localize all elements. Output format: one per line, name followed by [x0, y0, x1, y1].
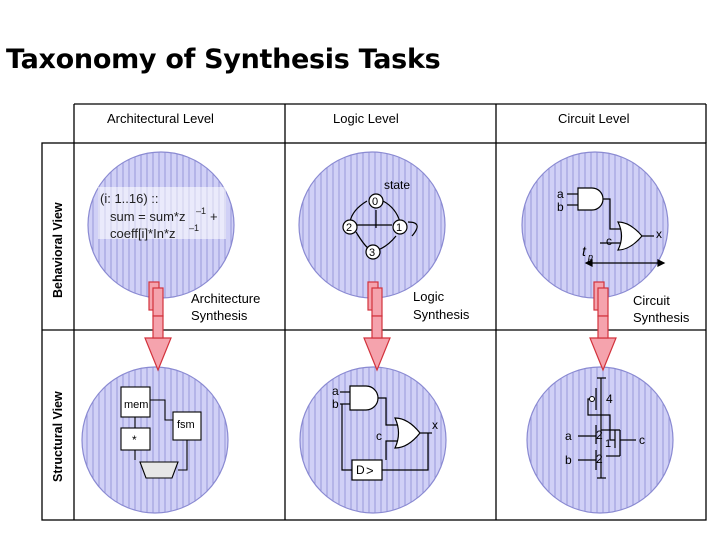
architecture-synthesis-line2: Synthesis [191, 308, 248, 323]
code-line-2: sum = sum*z [110, 209, 186, 224]
arrow-logic [363, 281, 391, 372]
structural-transistors [578, 377, 636, 479]
transistor-input-b: b [565, 453, 572, 467]
gate-node-c: c [606, 234, 612, 248]
arrow-circuit [589, 281, 617, 372]
gate-output-x: x [656, 227, 662, 241]
circle-structural-architectural [81, 366, 229, 514]
code-line-1: (i: 1..16) :: [100, 191, 159, 206]
transistor-size-1: 1 [605, 438, 611, 450]
structural-arch-blocks [120, 386, 202, 479]
state-1: 1 [396, 222, 402, 234]
column-header-circuit: Circuit Level [558, 111, 630, 126]
circuit-synthesis-line1: Circuit [633, 293, 670, 308]
circle-behavioral-circuit [521, 151, 669, 299]
circle-structural-circuit [526, 366, 674, 514]
transistor-size-2b: 2 [596, 452, 603, 466]
behavioral-code: (i: 1..16) :: sum = sum*z –1 + coeff[i]*… [98, 187, 226, 241]
netlist-input-b: b [332, 397, 339, 411]
netlist-output-x: x [432, 418, 438, 432]
transistor-size-4: 4 [606, 392, 613, 406]
column-header-logic: Logic Level [333, 111, 399, 126]
structural-logic-netlist [340, 385, 432, 481]
delay-label: t [582, 243, 587, 259]
code-plus: + [210, 209, 218, 224]
transistor-input-a: a [565, 429, 572, 443]
arrow-architecture [144, 281, 172, 372]
flipflop-clock-icon: > [366, 463, 374, 478]
logic-synthesis-line1: Logic [413, 289, 445, 304]
row-header-behavioral: Behavioral View [51, 202, 65, 298]
architecture-synthesis-line1: Architecture [191, 291, 260, 306]
state-2: 2 [346, 222, 352, 234]
netlist-input-a: a [332, 384, 339, 398]
block-fsm: fsm [177, 419, 195, 431]
gate-input-a: a [557, 187, 564, 201]
state-3: 3 [369, 247, 375, 259]
transistor-size-2a: 2 [596, 428, 603, 442]
state-0: 0 [372, 196, 378, 208]
gate-input-b: b [557, 200, 564, 214]
code-line-3: coeff[i]*In*z [110, 226, 176, 241]
logic-synthesis-line2: Synthesis [413, 307, 470, 322]
code-exponent-1: –1 [196, 206, 206, 216]
slide-title: Taxonomy of Synthesis Tasks [6, 44, 441, 75]
block-mem: mem [124, 399, 148, 411]
state-machine [342, 193, 418, 260]
transistor-output-c: c [639, 433, 645, 447]
netlist-node-c: c [376, 429, 382, 443]
delay-subscript: p [587, 252, 593, 262]
circle-structural-logic [299, 366, 447, 514]
state-label: state [384, 178, 410, 192]
column-header-architectural: Architectural Level [107, 111, 214, 126]
flipflop-d: D [356, 463, 365, 477]
synthesis-arrows [144, 281, 617, 372]
pmos-bubble [589, 396, 595, 402]
row-header-structural: Structural View [51, 391, 65, 482]
block-multiplier: * [132, 433, 137, 447]
behavioral-gates [567, 187, 666, 267]
code-exponent-2: –1 [189, 223, 199, 233]
circuit-synthesis-line2: Synthesis [633, 310, 690, 325]
